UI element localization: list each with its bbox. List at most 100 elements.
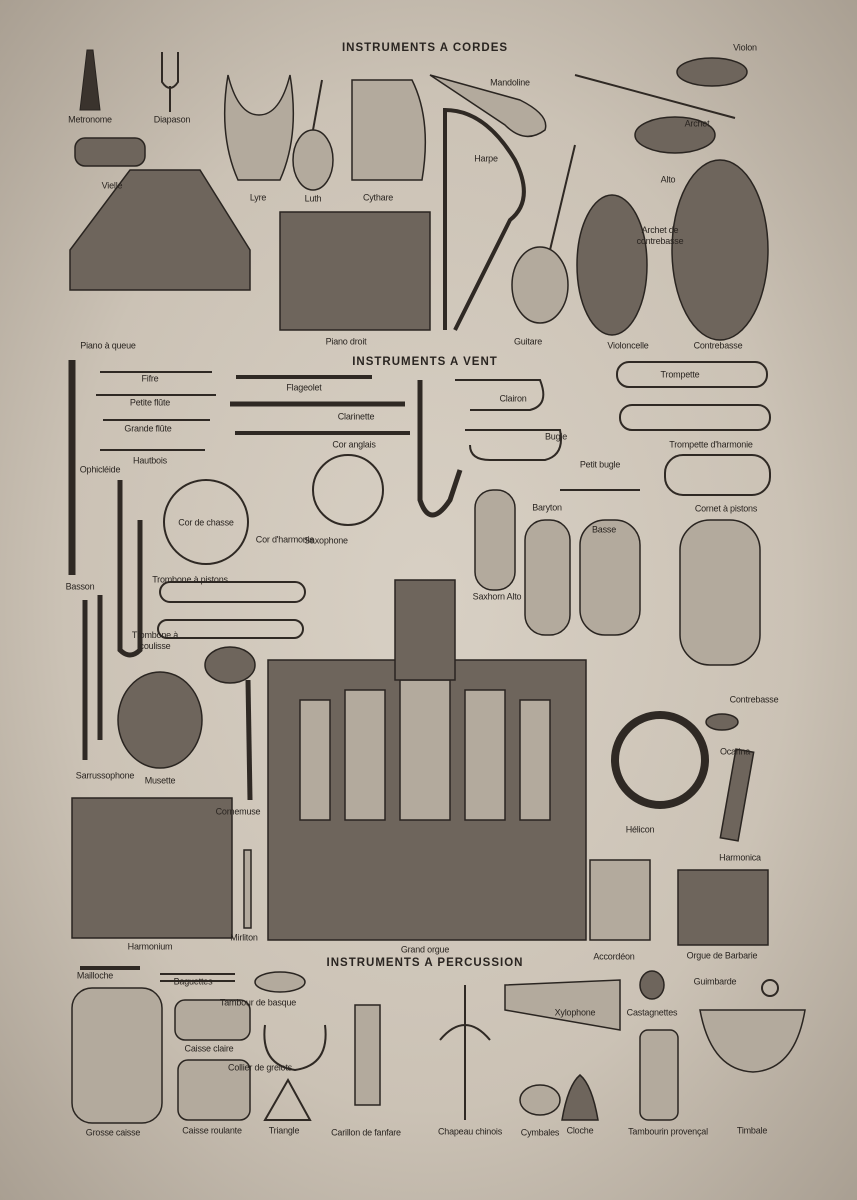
- section-title-wind: INSTRUMENTS A VENT: [352, 356, 498, 368]
- brass-drawing: [157, 361, 771, 639]
- castanets-drawing: [639, 970, 665, 1000]
- label-lyre: Lyre: [249, 192, 267, 203]
- tubas-drawing: [474, 489, 761, 666]
- label-clairon: Clairon: [499, 393, 527, 404]
- label-metronome: Metronome: [68, 114, 112, 125]
- label-trompette-d-harmonie: Trompette d'harmonie: [669, 439, 753, 450]
- mirliton-drawing: [243, 849, 252, 929]
- ophicleide-drawing: [117, 480, 143, 658]
- drumsticks-drawing: [160, 973, 235, 982]
- mandolin-drawing: [429, 74, 547, 138]
- label-triangle: Triangle: [268, 1125, 300, 1136]
- label-archet-de-contrebasse: Archet de contrebasse: [636, 225, 684, 246]
- ocarina-drawing: [705, 713, 739, 731]
- bow-drawing: [574, 74, 736, 119]
- upright-piano-drawing: [279, 211, 431, 331]
- barrel-organ-drawing: [677, 869, 769, 946]
- woodwinds-drawing: [68, 360, 410, 575]
- label-contrebasse: Contrebasse: [693, 340, 743, 351]
- hurdy-gurdy-drawing: [74, 137, 146, 167]
- label-clarinette: Clarinette: [337, 411, 375, 422]
- label-mirliton: Mirliton: [230, 932, 258, 943]
- label-guitare: Guitare: [513, 336, 543, 347]
- label-mandoline: Mandoline: [490, 77, 530, 88]
- label-cornemuse: Cornemuse: [215, 806, 261, 817]
- tuning-fork-drawing: [161, 52, 179, 112]
- label-luth: Luth: [304, 193, 322, 204]
- label-alto: Alto: [660, 174, 676, 185]
- label-musette: Musette: [144, 775, 176, 786]
- snare-drum-drawing: [174, 999, 251, 1041]
- label-cor-de-chasse: Cor de chasse: [178, 517, 234, 528]
- label-ocarina: Ocarina: [719, 746, 751, 757]
- label-cythare: Cythare: [362, 192, 394, 203]
- bass-drum-drawing: [71, 987, 163, 1124]
- chinese-hat-drawing: [439, 985, 491, 1120]
- harmonica-drawing: [719, 748, 755, 842]
- lute-drawing: [292, 129, 334, 191]
- label-grosse-caisse: Grosse caisse: [85, 1127, 141, 1138]
- lyre-drawing: [223, 74, 295, 181]
- xylophone-drawing: [504, 979, 621, 1031]
- label-saxophone: Saxophone: [304, 535, 348, 546]
- metronome-drawing: [79, 49, 101, 111]
- cello-drawing: [576, 194, 648, 336]
- label-piano-droit: Piano droit: [325, 336, 367, 347]
- musette-drawing: [117, 671, 203, 769]
- label-orgue-de-barbarie: Orgue de Barbarie: [686, 950, 758, 961]
- label-grand-orgue: Grand orgue: [400, 944, 450, 955]
- label-vielle: Vielle: [101, 180, 123, 191]
- harp-drawing: [443, 107, 526, 331]
- saxophone-drawing: [417, 380, 463, 518]
- jaw-harp-drawing: [761, 979, 779, 997]
- bell-drawing: [561, 1074, 599, 1121]
- grand-piano-drawing: [69, 169, 251, 291]
- label-timbale: Timbale: [736, 1125, 768, 1136]
- label-chapeau-chinois: Chapeau chinois: [437, 1126, 503, 1137]
- label-contrebasse: Contrebasse: [729, 694, 779, 705]
- label-cor-anglais: Cor anglais: [332, 439, 376, 450]
- label-diapason: Diapason: [153, 114, 191, 125]
- hunting-horn-drawing: [163, 479, 249, 565]
- glockenspiel-drawing: [354, 1004, 381, 1106]
- label-caisse-roulante: Caisse roulante: [182, 1125, 242, 1136]
- label-collier-de-grelots: Collier de grelots: [228, 1062, 292, 1073]
- label-basse: Basse: [591, 524, 617, 535]
- label-archet: Archet: [684, 118, 710, 129]
- cymbals-drawing: [519, 1084, 561, 1116]
- tambourine-drawing: [254, 971, 306, 993]
- sarrusophone-drawing: [82, 595, 103, 760]
- label-saxhorn-alto: Saxhorn Alto: [472, 591, 522, 602]
- viola-drawing: [634, 116, 716, 154]
- label-cornet-pistons: Cornet à pistons: [694, 503, 758, 514]
- label-xylophone: Xylophone: [554, 1007, 596, 1018]
- label-trombone-coulisse: Trombone à coulisse: [131, 630, 179, 651]
- section-title-strings: INSTRUMENTS A CORDES: [341, 42, 509, 54]
- sleigh-bells-drawing: [263, 1024, 327, 1072]
- zither-drawing: [351, 79, 427, 181]
- violin-drawing: [676, 57, 748, 87]
- bagpipe-drawing: [204, 646, 256, 684]
- label-harmonica: Harmonica: [719, 852, 761, 863]
- label-bugle: Bugle: [544, 431, 568, 442]
- label-piano-queue: Piano à queue: [80, 340, 136, 351]
- label-cymbales: Cymbales: [520, 1127, 560, 1138]
- label-caisse-claire: Caisse claire: [184, 1043, 234, 1054]
- label-carillon-de-fanfare: Carillon de fanfare: [331, 1127, 401, 1138]
- accordion-drawing: [589, 859, 651, 941]
- label-h-licon: Hélicon: [625, 824, 655, 835]
- label-hautbois: Hautbois: [133, 455, 167, 466]
- label-castagnettes: Castagnettes: [626, 1007, 678, 1018]
- label-basson: Basson: [65, 581, 95, 592]
- helicon-drawing: [611, 711, 709, 809]
- field-drum-drawing: [177, 1059, 251, 1121]
- label-tambour-de-basque: Tambour de basque: [219, 997, 297, 1008]
- provencal-tambourine-drawing: [639, 1029, 679, 1121]
- label-baguettes: Baguettes: [173, 976, 213, 987]
- label-mailloche: Mailloche: [76, 970, 114, 981]
- label-sarrussophone: Sarrussophone: [75, 770, 135, 781]
- harmonium-drawing: [71, 797, 233, 939]
- label-trombone-pistons: Trombone à pistons: [152, 574, 228, 585]
- label-grande-fl-te: Grande flûte: [124, 423, 172, 434]
